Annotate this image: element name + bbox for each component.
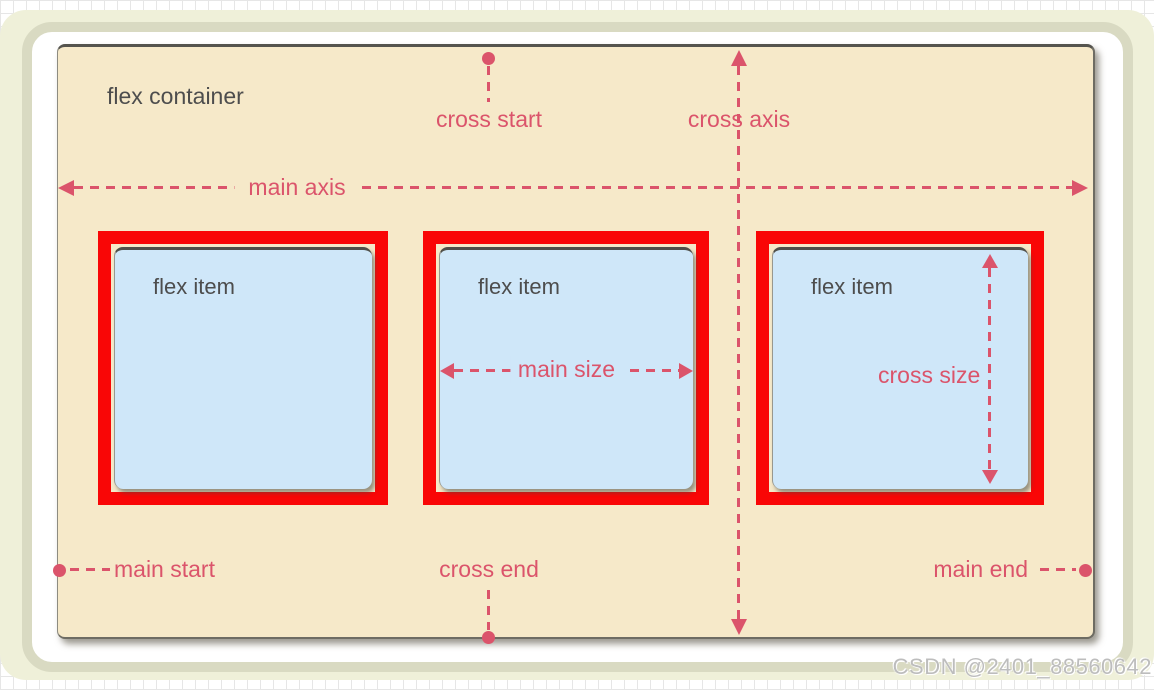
cross-axis-dashed-line bbox=[737, 66, 740, 619]
cross-axis-down-arrowhead-icon bbox=[731, 619, 747, 635]
flex-item-1-highlight-border: flex item bbox=[98, 231, 388, 505]
flex-item-1-label: flex item bbox=[153, 274, 235, 299]
cross-start-dot-icon bbox=[482, 52, 495, 65]
main-end-dashed-line bbox=[1040, 568, 1076, 571]
main-start-dot-icon bbox=[53, 564, 66, 577]
main-size-left-arrowhead-icon bbox=[440, 363, 454, 379]
main-end-dot-icon bbox=[1079, 564, 1092, 577]
main-axis-right-arrowhead-icon bbox=[1072, 180, 1088, 196]
main-axis-left-arrowhead-icon bbox=[58, 180, 74, 196]
flex-item-3-label: flex item bbox=[811, 274, 893, 299]
flex-item-3-highlight-border: flex item cross size bbox=[756, 231, 1044, 505]
flex-item-3: flex item cross size bbox=[772, 247, 1028, 489]
cross-end-dot-icon bbox=[482, 631, 495, 644]
csdn-watermark: CSDN @2401_88560642 bbox=[892, 654, 1152, 679]
main-size-label: main size bbox=[509, 356, 624, 383]
cross-size-down-arrowhead-icon bbox=[982, 470, 998, 484]
cross-end-label: cross end bbox=[439, 556, 539, 582]
main-end-label: main end bbox=[933, 556, 1028, 582]
flex-container-box: flex container main axis cross start cro… bbox=[53, 44, 1095, 644]
cross-end-dashed-line bbox=[487, 590, 490, 630]
main-start-label: main start bbox=[114, 556, 215, 582]
cross-size-label: cross size bbox=[873, 362, 986, 389]
main-size-right-arrowhead-icon bbox=[679, 363, 693, 379]
main-axis-dashed-line bbox=[74, 186, 1080, 189]
flex-item-1: flex item bbox=[114, 247, 372, 489]
cross-start-label: cross start bbox=[435, 106, 543, 132]
main-start-dashed-line bbox=[70, 568, 110, 571]
cross-start-dashed-line bbox=[487, 66, 490, 102]
cross-size-up-arrowhead-icon bbox=[982, 254, 998, 268]
cross-axis-label: cross axis bbox=[687, 106, 791, 132]
flex-item-2-highlight-border: flex item main size bbox=[423, 231, 709, 505]
flex-item-2: flex item main size bbox=[439, 247, 693, 489]
flex-container-label: flex container bbox=[107, 83, 244, 109]
cross-axis-up-arrowhead-icon bbox=[731, 50, 747, 66]
cross-size-dashed-line bbox=[988, 268, 991, 470]
main-axis-label: main axis bbox=[234, 174, 360, 201]
flex-item-2-label: flex item bbox=[478, 274, 560, 299]
